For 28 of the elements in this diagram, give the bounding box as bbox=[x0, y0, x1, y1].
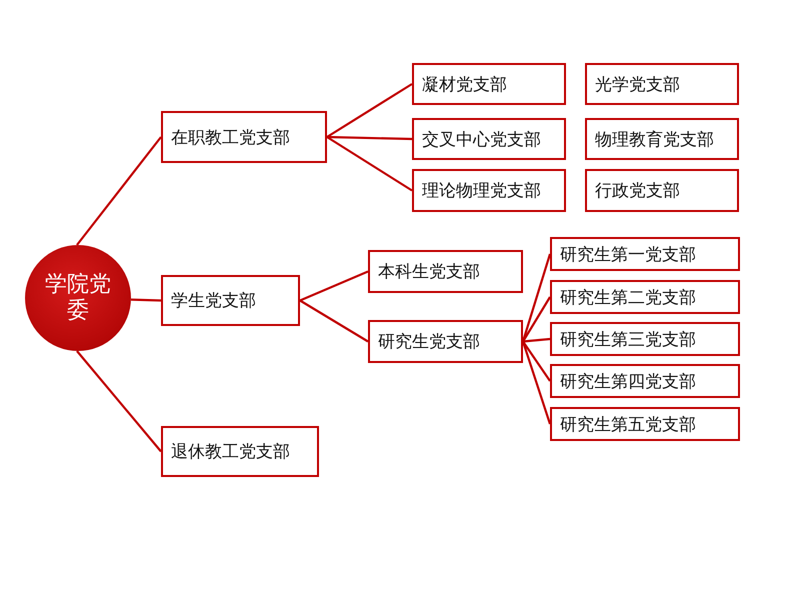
branch-box: 退休教工党支部 bbox=[161, 426, 319, 477]
branch-box: 行政党支部 bbox=[585, 169, 739, 212]
branch-box: 在职教工党支部 bbox=[161, 111, 327, 163]
root-circle: 学院党委 bbox=[25, 245, 131, 351]
branch-box: 研究生第四党支部 bbox=[550, 364, 740, 398]
branch-box: 研究生第一党支部 bbox=[550, 237, 740, 271]
branch-box: 学生党支部 bbox=[161, 275, 300, 326]
connector-line bbox=[522, 340, 551, 382]
branch-box: 研究生第五党支部 bbox=[550, 407, 740, 441]
connector-line bbox=[522, 296, 551, 342]
branch-box: 物理教育党支部 bbox=[585, 118, 739, 160]
branch-box: 光学党支部 bbox=[585, 63, 739, 105]
branch-box: 研究生第二党支部 bbox=[550, 280, 740, 314]
branch-box: 研究生党支部 bbox=[368, 320, 523, 363]
branch-box: 研究生第三党支部 bbox=[550, 322, 740, 356]
branch-box: 交叉中心党支部 bbox=[412, 118, 566, 160]
connector-line bbox=[300, 270, 368, 302]
connector-line bbox=[130, 298, 162, 302]
connector-line bbox=[326, 136, 413, 192]
connector-line bbox=[326, 83, 413, 138]
connector-line bbox=[326, 136, 412, 140]
connector-line bbox=[299, 300, 369, 342]
branch-box: 本科生党支部 bbox=[368, 250, 523, 293]
connector-line bbox=[76, 136, 162, 246]
connector-line bbox=[76, 350, 162, 452]
connector-line bbox=[522, 338, 550, 343]
branch-box: 理论物理党支部 bbox=[412, 169, 566, 212]
branch-box: 凝材党支部 bbox=[412, 63, 566, 105]
